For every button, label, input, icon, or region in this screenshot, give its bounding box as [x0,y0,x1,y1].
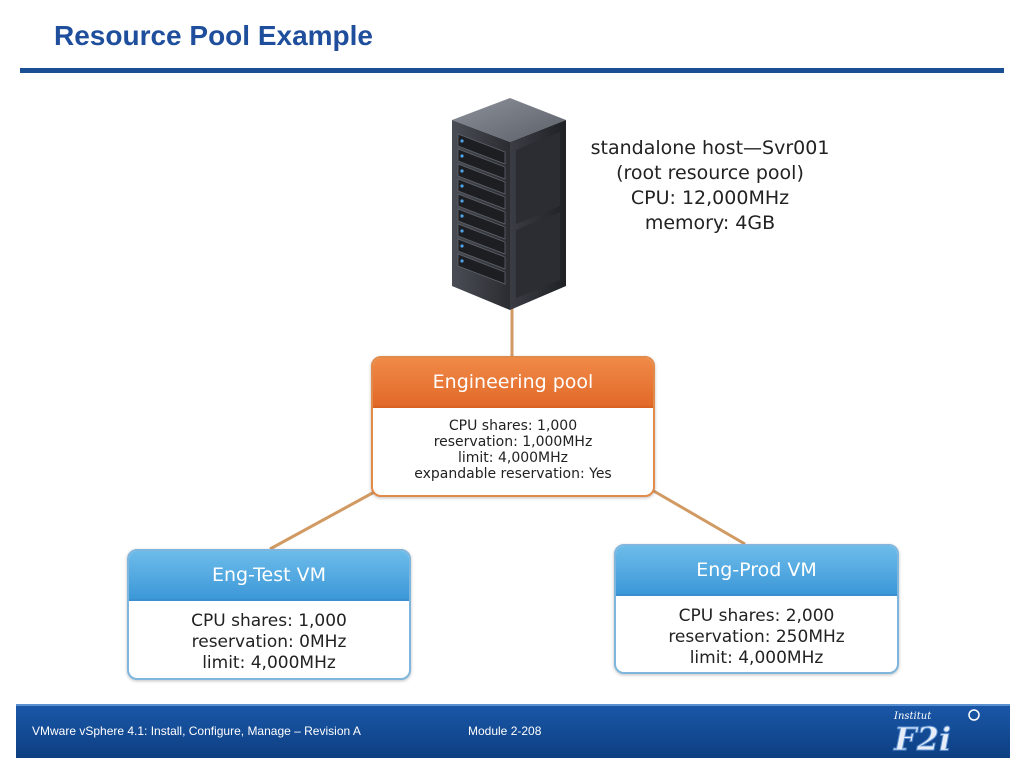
connector-pool-prod [651,488,746,546]
f2i-logo: Institut F2i [893,709,980,754]
vm-test-line: reservation: 0MHz [191,632,347,652]
connector-pool-test [269,488,379,551]
title-divider [20,68,1004,73]
svg-text:F2i: F2i [893,720,951,754]
host-line: standalone host—Svr001 [590,137,830,159]
host-line: CPU: 12,000MHz [630,187,790,209]
vm-test-header: Eng-Test VM [129,551,409,601]
footer-module: Module 2-208 [468,724,542,738]
host-description: standalone host—Svr001 (root resource po… [565,136,855,236]
vm-prod-line: limit: 4,000MHz [689,648,824,668]
host-line: memory: 4GB [644,212,776,234]
vm-prod-header: Eng-Prod VM [616,546,897,596]
footer-bar: VMware vSphere 4.1: Install, Configure, … [16,704,1010,758]
vm-test-details: CPU shares: 1,000 reservation: 0MHz limi… [129,601,409,674]
vm-test-line: limit: 4,000MHz [202,653,336,673]
engineering-pool-box: Engineering pool CPU shares: 1,000 reser… [371,356,655,497]
vm-prod-line: CPU shares: 2,000 [678,606,835,626]
svg-text:Institut: Institut [893,711,932,722]
vm-prod-line: reservation: 250MHz [668,627,845,647]
pool-line: reservation: 1,000MHz [433,434,593,450]
eng-prod-vm-box: Eng-Prod VM CPU shares: 2,000 reservatio… [614,544,899,674]
host-line: (root resource pool) [616,162,804,184]
eng-test-vm-box: Eng-Test VM CPU shares: 1,000 reservatio… [127,549,411,680]
pool-details: CPU shares: 1,000 reservation: 1,000MHz … [373,408,653,482]
pool-line: limit: 4,000MHz [458,450,568,466]
pool-line: expandable reservation: Yes [414,466,612,482]
pool-line: CPU shares: 1,000 [448,418,578,434]
server-rack-icon [452,98,566,310]
page-title: Resource Pool Example [54,20,374,51]
vm-prod-details: CPU shares: 2,000 reservation: 250MHz li… [616,596,897,669]
footer-course: VMware vSphere 4.1: Install, Configure, … [32,724,361,738]
pool-header: Engineering pool [373,358,653,408]
vm-test-line: CPU shares: 1,000 [191,611,347,631]
